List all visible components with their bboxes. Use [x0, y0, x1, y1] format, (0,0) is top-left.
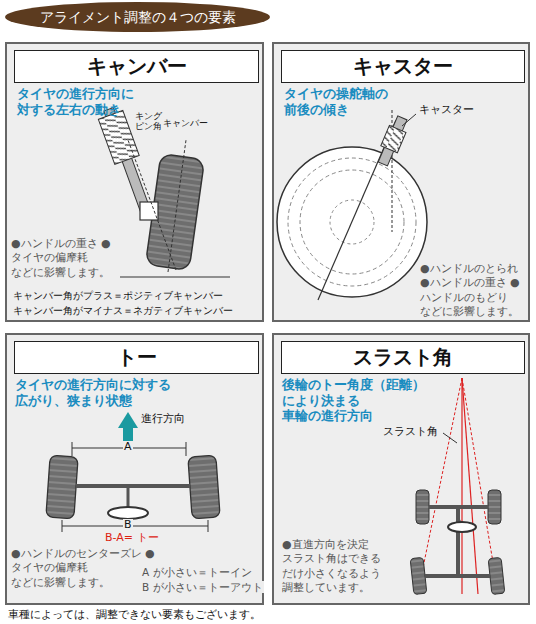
thrust-figure-part	[410, 557, 427, 594]
toe-out-note: B が小さい＝トーアウト	[141, 581, 264, 593]
panel-heading: キャンバー	[14, 50, 259, 83]
thrust-figure-part	[418, 378, 462, 592]
alignment-panel: トータイヤの進行方向に対する 広がり、狭まり状態 ●ハンドルのセンターズレ ●タイ…	[5, 333, 264, 605]
effects-note: ●ハンドルのセンターズレ ●タイヤの偏摩耗 などに影響します。	[11, 547, 161, 590]
thrust-figure-part	[429, 505, 488, 509]
caster-figure-part	[288, 158, 416, 286]
panel-subtitle: タイヤの進行方向に対する 広がり、狭まり状態	[15, 377, 187, 408]
footnote: 車種によっては、調整できない要素もございます。	[8, 608, 261, 622]
caster-figure-part	[277, 147, 427, 297]
toe-formula: B-A= トー	[104, 532, 160, 545]
camber-figure	[96, 105, 230, 277]
thrust-figure-part	[488, 557, 505, 594]
camber-figure-part	[140, 202, 158, 220]
label-camber: キャンバー	[162, 118, 209, 128]
thrust-figure-part-part	[410, 557, 427, 594]
panel-subtitle: 後輪のトー角度（距離） により決まる 車輪の進行方向	[282, 377, 434, 424]
toe-figure-part	[62, 520, 63, 532]
camber-figure-part	[128, 140, 176, 270]
definition-note: キャンバー角がプラス＝ポジティブキャンバー	[13, 290, 263, 302]
caster-figure-part-part	[381, 125, 406, 152]
caster-figure	[277, 110, 427, 300]
effects-note: ●ハンドルの重さ ●タイヤの偏摩耗 などに影響します。	[11, 237, 143, 280]
panel-subtitle: タイヤの操舵軸の 前後の傾き	[284, 86, 424, 117]
thrust-figure-part	[461, 378, 462, 594]
label-direction: 進行方向	[140, 413, 186, 426]
toe-figure-part	[76, 484, 190, 488]
label-caster: キャスター	[418, 104, 475, 117]
camber-figure-part	[168, 140, 186, 272]
alignment-panel: キャスタータイヤの操舵軸の 前後の傾き ●ハンドルのとられ ●ハンドルの重さ ●ハ…	[272, 42, 530, 322]
thrust-figure	[410, 378, 505, 595]
toe-figure-part	[118, 412, 138, 428]
effects-note: ●ハンドルのとられ ●ハンドルの重さ ●ハンドルのもどり などに影響します。	[420, 262, 528, 319]
panel-heading: トー	[14, 341, 259, 374]
alignment-panel: キャンバータイヤの進行方向に 対する左右の動き●ハンドルの重さ ●タイヤの偏摩耗…	[5, 42, 264, 322]
panel-heading: スラスト角	[281, 341, 525, 374]
caster-figure-part	[330, 200, 374, 244]
toe-figure-part	[186, 442, 187, 456]
title-badge: アライメント調整の４つの要素	[5, 2, 270, 32]
thrust-figure-part	[448, 522, 476, 532]
thrust-figure-part	[458, 518, 462, 525]
toe-figure-part	[108, 507, 148, 519]
thrust-figure-part-part	[488, 557, 505, 594]
thrust-figure-part	[462, 378, 478, 594]
toe-figure-part	[46, 455, 78, 519]
thrust-figure-part	[443, 433, 457, 443]
panel-heading: キャスター	[281, 50, 525, 83]
toe-figure-part-part	[188, 455, 220, 519]
toe-figure-part	[72, 442, 73, 456]
caster-figure-part	[392, 110, 393, 232]
caster-figure-part	[402, 114, 416, 126]
caster-figure-part	[375, 114, 411, 167]
camber-figure-part-part	[145, 153, 204, 270]
toe-in-note: A が小さい＝トーイン	[141, 566, 253, 578]
dimension-a: A	[123, 441, 133, 454]
thrust-figure-part	[425, 574, 490, 578]
caster-figure-part	[300, 170, 404, 274]
camber-figure-part	[145, 153, 204, 270]
toe-figure	[46, 412, 220, 532]
thrust-figure-part	[456, 507, 460, 576]
toe-figure-part	[127, 486, 130, 510]
toe-figure-part-part	[46, 455, 78, 519]
alignment-panel: スラスト角後輪のトー角度（距離） により決まる 車輪の進行方向●直進方向を決定 …	[272, 333, 530, 605]
thrust-figure-part	[488, 490, 501, 524]
toe-figure-part	[123, 426, 133, 442]
effects-note: ●直進方向を決定 スラスト角はできるだけ小さくなるよう調整しています。	[282, 538, 382, 595]
dimension-b: B	[123, 519, 133, 532]
toe-figure-part	[208, 520, 209, 532]
thrust-figure-part	[462, 378, 498, 592]
definition-note: キャンバー角がマイナス＝ネガティブキャンバー	[13, 305, 263, 317]
thrust-figure-part	[416, 490, 429, 524]
caster-figure-part	[318, 120, 396, 300]
camber-figure-part	[120, 277, 230, 278]
caster-figure-part-part	[378, 116, 407, 166]
label-thrust-angle: スラスト角	[382, 426, 439, 439]
toe-figure-part	[188, 455, 220, 519]
toe-figure-part	[62, 526, 208, 527]
